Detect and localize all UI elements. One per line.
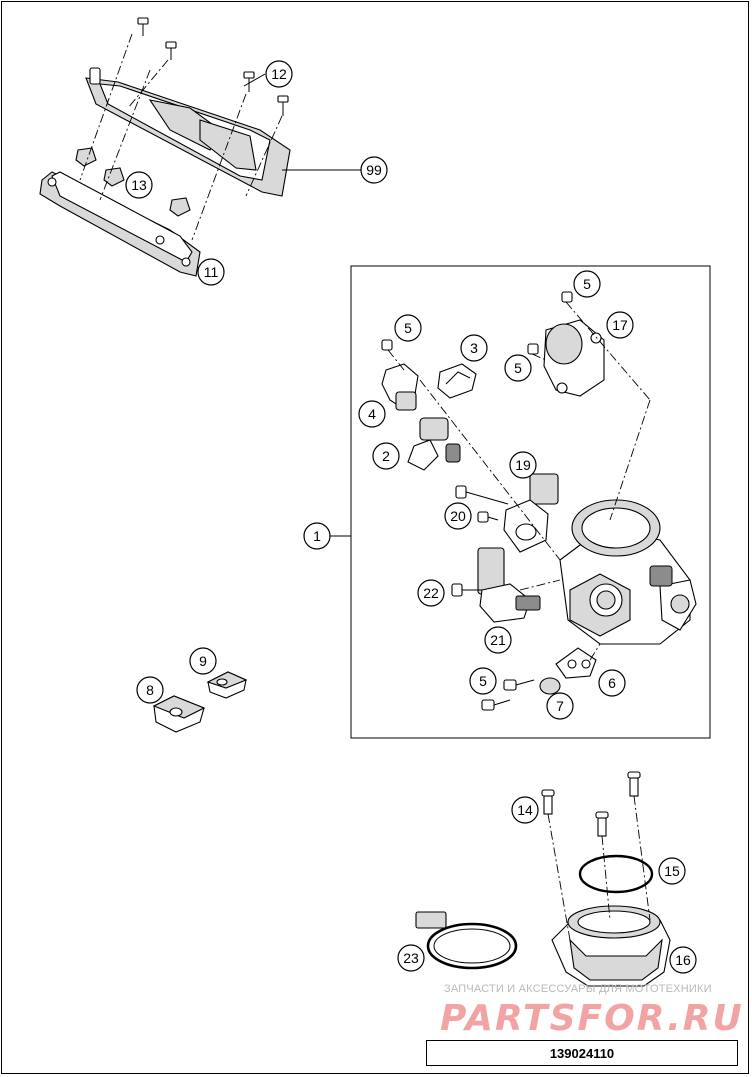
svg-text:15: 15 (664, 863, 680, 879)
callout-17: 17 (606, 311, 634, 339)
svg-text:6: 6 (608, 675, 616, 691)
screws-14 (541, 771, 641, 837)
svg-text:14: 14 (517, 802, 533, 818)
watermark-tagline: ЗАПЧАСТИ И АКСЕССУАРЫ ДЛЯ МОТОТЕХНИКИ (444, 983, 712, 995)
rubber-buffers-13 (75, 147, 191, 217)
callout-2: 2 (372, 442, 400, 470)
svg-text:23: 23 (403, 950, 419, 966)
screws-12 (137, 17, 289, 116)
svg-text:20: 20 (450, 508, 466, 524)
svg-text:5: 5 (583, 276, 591, 292)
svg-text:5: 5 (479, 673, 487, 689)
svg-text:19: 19 (515, 457, 531, 473)
svg-text:3: 3 (470, 340, 478, 356)
ecu-bracket-11 (39, 171, 201, 277)
svg-text:2: 2 (382, 448, 390, 464)
callout-21: 21 (484, 626, 512, 654)
svg-text:12: 12 (271, 66, 287, 82)
callout-22: 22 (417, 579, 445, 607)
callout-5-top: 5 (573, 270, 601, 298)
dash-lines-bottom (547, 795, 651, 941)
svg-text:17: 17 (612, 317, 628, 333)
callout-5-bottom: 5 (469, 667, 497, 695)
callout-13: 13 (125, 171, 153, 199)
callout-16: 16 (669, 946, 697, 974)
sensor-21 (477, 547, 541, 623)
callout-23: 23 (397, 944, 425, 972)
callout-9: 9 (189, 647, 217, 675)
callout-5-left: 5 (394, 314, 422, 342)
block-9 (206, 671, 248, 699)
diagram-code: 139024110 (426, 1040, 738, 1066)
leader-lines (243, 73, 362, 537)
callout-11: 11 (197, 258, 225, 286)
callout-8: 8 (136, 676, 164, 704)
callout-3: 3 (460, 334, 488, 362)
o-ring-15 (578, 854, 654, 894)
callout-15: 15 (658, 857, 686, 885)
svg-text:7: 7 (556, 698, 564, 714)
dash-lines-assembly (387, 301, 651, 661)
svg-text:4: 4 (368, 406, 376, 422)
throttle-body-1 (559, 499, 697, 645)
block-8 (152, 695, 206, 733)
intake-adapter-16 (551, 905, 671, 987)
svg-text:5: 5 (404, 320, 412, 336)
sensor-4 (381, 363, 419, 411)
callout-7: 7 (546, 692, 574, 720)
watermark: ЗАПЧАСТИ И АКСЕССУАРЫ ДЛЯ МОТОТЕХНИКИ PA… (440, 980, 742, 1040)
dash-lines-top (79, 33, 283, 241)
callout-14: 14 (511, 796, 539, 824)
svg-text:13: 13 (131, 177, 147, 193)
svg-text:1: 1 (313, 528, 321, 544)
callout-99: 99 (360, 156, 388, 184)
svg-text:8: 8 (146, 682, 154, 698)
watermark-logo: PARTSFOR.RU (440, 998, 744, 1039)
svg-text:99: 99 (366, 162, 382, 178)
hose-clamp-23 (415, 911, 518, 970)
svg-text:5: 5 (514, 360, 522, 376)
plate-6 (555, 647, 597, 679)
callout-12: 12 (265, 60, 293, 88)
assembly-box (350, 265, 711, 739)
svg-text:21: 21 (490, 632, 506, 648)
actuator-17 (543, 319, 605, 397)
screws-5 (381, 291, 573, 711)
clip-3 (437, 363, 477, 399)
svg-text:9: 9 (199, 653, 207, 669)
callout-4: 4 (358, 400, 386, 428)
callout-6: 6 (598, 669, 626, 697)
svg-text:22: 22 (423, 585, 439, 601)
screw-20 (455, 485, 509, 523)
callout-5-mid: 5 (504, 354, 532, 382)
ecu-housing-99 (85, 67, 291, 197)
callout-1: 1 (303, 522, 331, 550)
callout-19: 19 (509, 451, 537, 479)
svg-text:16: 16 (675, 952, 691, 968)
injector-2 (407, 417, 461, 471)
sensor-19 (503, 473, 559, 553)
callout-20: 20 (444, 502, 472, 530)
cap-7 (539, 677, 561, 695)
svg-text:11: 11 (204, 264, 219, 280)
screw-22 (451, 583, 482, 597)
